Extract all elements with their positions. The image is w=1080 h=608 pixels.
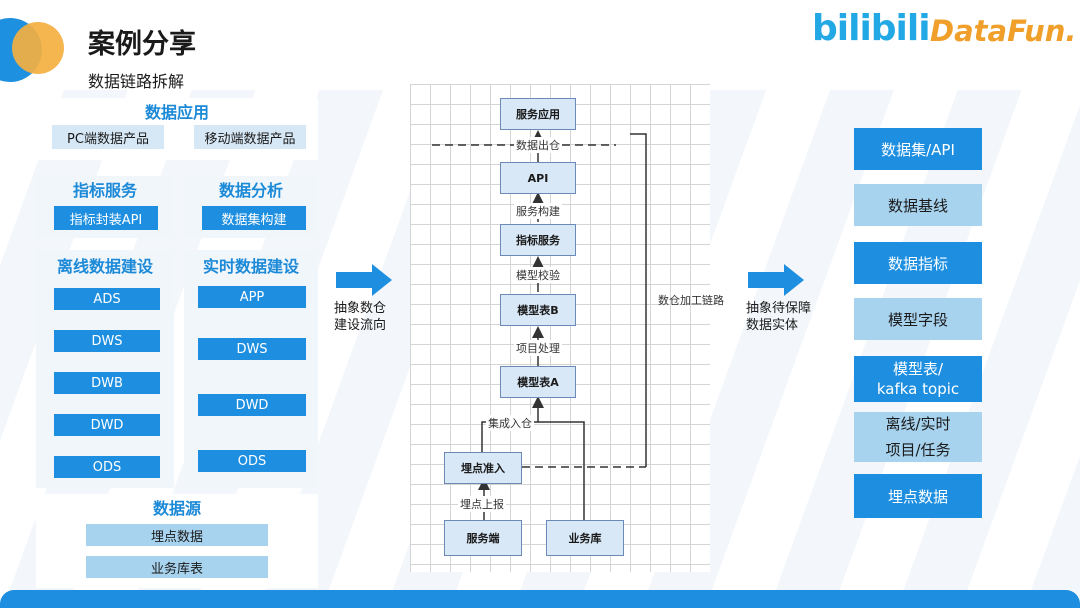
entity-model-table: 模型表/ kafka topic	[854, 356, 982, 402]
metric-service-panel: 指标服务 指标封装API	[36, 176, 174, 238]
edge-label-data-out: 数据出仓	[514, 137, 562, 153]
data-source-title: 数据源	[152, 499, 201, 518]
entity-dataset-api: 数据集/API	[854, 128, 982, 170]
orange-circle-icon	[12, 22, 64, 74]
pc-data-product-chip: PC端数据产品	[52, 125, 164, 149]
flow-connectors	[432, 130, 647, 520]
node-model-a: 模型表A	[500, 366, 576, 398]
edge-label-service-build: 服务构建	[514, 203, 562, 219]
node-business-db: 业务库	[546, 520, 624, 556]
node-service-app: 服务应用	[500, 98, 576, 130]
node-model-b: 模型表B	[500, 294, 576, 326]
datafun-logo: DataFun.	[930, 14, 1077, 48]
page-subtitle: 数据链路拆解	[88, 72, 185, 91]
edge-label-tracking-report: 埋点上报	[458, 496, 506, 512]
metric-api-bar: 指标封装API	[54, 206, 158, 230]
realtime-layer-dwd: DWD	[198, 394, 306, 416]
data-analysis-panel: 数据分析 数据集构建	[184, 176, 318, 238]
right-arrow-icon	[748, 264, 804, 296]
data-application-panel: 数据应用 PC端数据产品 移动端数据产品	[36, 98, 318, 160]
node-metric-service: 指标服务	[500, 224, 576, 256]
entity-model-field: 模型字段	[854, 298, 982, 340]
right-arrow-icon	[336, 264, 392, 296]
mobile-data-product-chip: 移动端数据产品	[194, 125, 306, 149]
offline-layer-dwd: DWD	[54, 414, 160, 436]
decorative-logo	[0, 0, 70, 90]
data-source-panel: 数据源 埋点数据 业务库表	[36, 494, 318, 588]
realtime-layer-dws: DWS	[198, 338, 306, 360]
offline-layer-dws: DWS	[54, 330, 160, 352]
tracking-data-bar: 埋点数据	[86, 524, 268, 546]
offline-layer-ods: ODS	[54, 456, 160, 478]
bilibili-logo: bilibili	[812, 8, 931, 49]
node-tracking-access: 埋点准入	[444, 452, 522, 484]
data-application-title: 数据应用	[144, 103, 209, 122]
entity-data-baseline: 数据基线	[854, 184, 982, 226]
metric-service-title: 指标服务	[72, 181, 137, 200]
entity-tracking-data: 埋点数据	[854, 474, 982, 518]
realtime-layer-app: APP	[198, 286, 306, 308]
data-analysis-title: 数据分析	[218, 181, 283, 200]
edge-label-model-check: 模型校验	[514, 267, 562, 283]
realtime-panel: 实时数据建设 APP DWS DWD ODS	[184, 250, 318, 488]
entity-project-task: 离线/实时 项目/任务	[854, 412, 982, 462]
node-api: API	[500, 162, 576, 194]
bracket-label: 数仓加工链路	[658, 294, 724, 307]
edge-label-project-process: 项目处理	[514, 340, 562, 356]
business-table-bar: 业务库表	[86, 556, 268, 578]
node-server: 服务端	[444, 520, 522, 556]
offline-panel: 离线数据建设 ADS DWS DWB DWD ODS	[36, 250, 174, 488]
offline-layer-dwb: DWB	[54, 372, 160, 394]
right-arrow-label: 抽象待保障 数据实体	[746, 301, 812, 333]
offline-title: 离线数据建设	[56, 257, 153, 276]
footer-bar	[0, 590, 1080, 608]
dataset-build-bar: 数据集构建	[202, 206, 306, 230]
edge-label-integrate-in: 集成入仓	[486, 415, 534, 431]
realtime-layer-ods: ODS	[198, 450, 306, 472]
offline-layer-ads: ADS	[54, 288, 160, 310]
page-title: 案例分享	[88, 29, 196, 60]
entity-data-metric: 数据指标	[854, 242, 982, 284]
left-arrow-label: 抽象数仓 建设流向	[334, 301, 387, 333]
realtime-title: 实时数据建设	[202, 257, 299, 276]
